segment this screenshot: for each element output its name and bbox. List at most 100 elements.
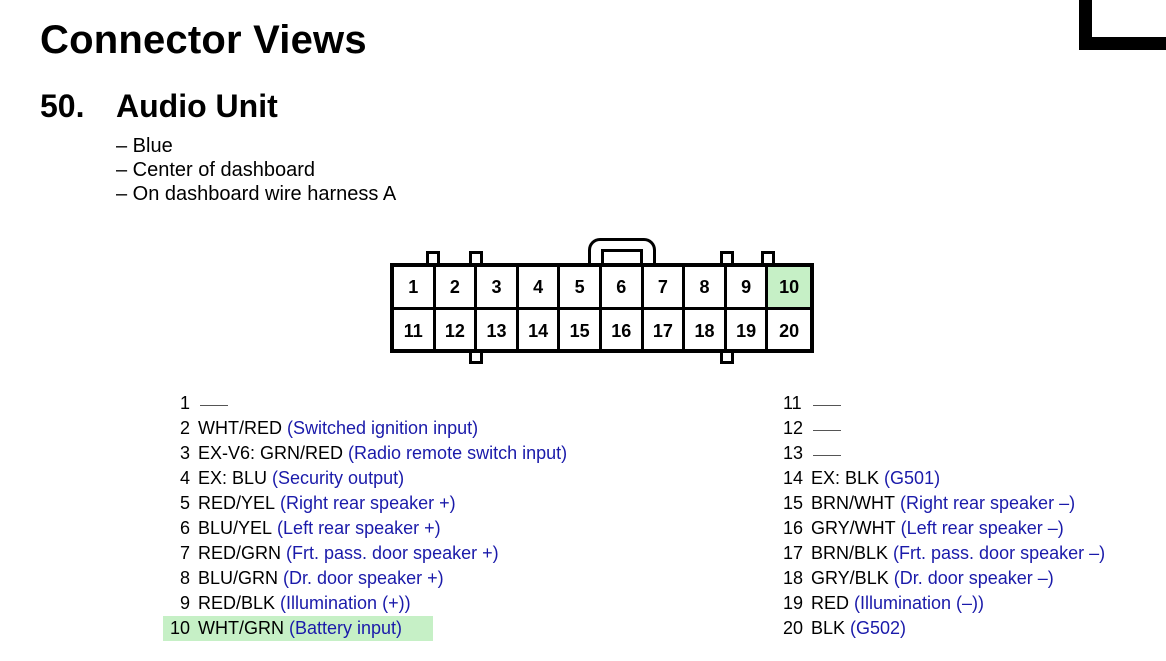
unused-pin-dash: [813, 405, 841, 406]
connector-pin-top: 3: [477, 267, 519, 310]
pin-number: 6: [179, 518, 190, 538]
connector-pin-top: 6: [602, 267, 644, 310]
connector-pin-top: 1: [394, 267, 436, 310]
pin-function: (Radio remote switch input): [348, 443, 568, 463]
pin-function: (Right rear speaker +): [280, 493, 456, 513]
pin-number: 4: [179, 468, 190, 488]
connector-latch-bottom: [469, 350, 483, 364]
connector-pin-top: 4: [518, 267, 561, 310]
pin-wire-color: GRY/WHT: [811, 518, 896, 538]
pin-row: 8 BLU/GRN(Dr. door speaker +): [163, 566, 567, 591]
pin-row: 14 EX: BLK(G501): [783, 466, 1105, 491]
pin-number: 11: [783, 393, 802, 413]
pin-wire-color: EX-V6: GRN/RED: [198, 443, 344, 463]
pin-wire-color: BRN/WHT: [811, 493, 895, 513]
connector-latch-top: [761, 251, 775, 265]
unused-pin-dash: [200, 405, 228, 406]
pin-number: 7: [179, 543, 190, 563]
detail-location: – Center of dashboard: [116, 159, 316, 181]
section-title: Audio Unit: [116, 88, 278, 124]
pin-number: 8: [179, 568, 190, 588]
pin-number: 1: [179, 393, 190, 413]
connector-latch-top: [720, 251, 734, 265]
pin-number: 12: [783, 418, 804, 438]
section-number: 50.: [40, 88, 85, 124]
pin-row: 15 BRN/WHT(Right rear speaker –): [783, 491, 1105, 516]
pin-row: 7 RED/GRN(Frt. pass. door speaker +): [163, 541, 567, 566]
pin-wire-color: BLU/YEL: [198, 518, 273, 538]
connector-pin-top: 7: [643, 267, 686, 310]
pin-function: (Illumination (+)): [280, 593, 411, 613]
pin-wire-color: EX: BLU: [198, 468, 268, 488]
pin-wire-color: GRY/BLK: [811, 568, 889, 588]
pin-wire-color: BRN/BLK: [811, 543, 889, 563]
connector-pin-bottom: 14: [519, 310, 561, 353]
pin-wire-color: RED/GRN: [198, 543, 282, 563]
pin-wire-color: EX: BLK: [811, 468, 880, 488]
connector-pin-top: 5: [560, 267, 602, 310]
pin-function: (Security output): [272, 468, 405, 488]
pin-wire-color: WHT/GRN: [198, 618, 284, 638]
pin-wire-color: RED/BLK: [198, 593, 276, 613]
corner-mark: [1079, 0, 1166, 50]
unused-pin-dash: [813, 430, 841, 431]
pin-row: 3 EX-V6: GRN/RED(Radio remote switch inpu…: [163, 441, 567, 466]
pin-number: 9: [179, 593, 190, 613]
connector-pin-bottom: 12: [436, 310, 478, 353]
pin-row: 1: [163, 391, 567, 416]
detail-harness: – On dashboard wire harness A: [116, 183, 397, 205]
pin-function: (Frt. pass. door speaker –): [893, 543, 1106, 563]
pin-wire-color: WHT/RED: [198, 418, 282, 438]
pin-number: 15: [783, 493, 804, 513]
pin-number: 17: [783, 543, 804, 563]
pin-row: 11: [783, 391, 1105, 416]
pin-function: (Dr. door speaker +): [283, 568, 444, 588]
pin-number: 14: [783, 468, 804, 488]
pin-number: 19: [783, 593, 804, 613]
connector-pin-bottom: 13: [477, 310, 519, 353]
connector-pin-bottom: 17: [644, 310, 686, 353]
pin-number: 13: [783, 443, 804, 463]
connector-latch-top: [469, 251, 483, 265]
pin-function: (Battery input): [288, 618, 403, 638]
pin-number: 3: [179, 443, 190, 463]
pin-number: 10: [169, 618, 190, 638]
pin-function: (Frt. pass. door speaker +): [286, 543, 499, 563]
pin-wire-color: RED/YEL: [198, 493, 276, 513]
pin-function: (Left rear speaker +): [277, 518, 441, 538]
corner-mark-horizontal: [1079, 37, 1166, 50]
connector-pin-top: 8: [685, 267, 727, 310]
connector-pin-bottom: 16: [602, 310, 644, 353]
connector-latch-bottom: [720, 350, 734, 364]
pin-number: 5: [179, 493, 190, 513]
pin-wire-color: BLU/GRN: [198, 568, 279, 588]
pin-function: (Dr. door speaker –): [893, 568, 1054, 588]
pin-function: (Switched ignition input): [287, 418, 479, 438]
pin-function: (Right rear speaker –): [900, 493, 1076, 513]
unused-pin-dash: [813, 455, 841, 456]
pin-wire-color: RED: [811, 593, 850, 613]
connector-pin-bottom: 15: [560, 310, 602, 353]
connector-pin-top: 10: [768, 267, 810, 310]
pin-function: (G502): [850, 618, 907, 638]
pin-row: 10 WHT/GRN(Battery input): [163, 616, 433, 641]
pin-number: 18: [783, 568, 804, 588]
pin-function: (G501): [884, 468, 941, 488]
pin-row: 5 RED/YEL(Right rear speaker +): [163, 491, 567, 516]
pin-number: 16: [783, 518, 804, 538]
pin-row: 4 EX: BLU(Security output): [163, 466, 567, 491]
pin-wire-color: BLK: [811, 618, 846, 638]
connector-pin-bottom: 19: [727, 310, 769, 353]
connector-pin-top: 9: [726, 267, 769, 310]
pin-row: 13: [783, 441, 1105, 466]
connector-pin-bottom: 20: [779, 321, 800, 341]
connector-pin-top: 2: [435, 267, 478, 310]
page-title: Connector Views: [40, 18, 367, 62]
connector-details: – Blue – Center of dashboard – On dashbo…: [116, 134, 396, 206]
